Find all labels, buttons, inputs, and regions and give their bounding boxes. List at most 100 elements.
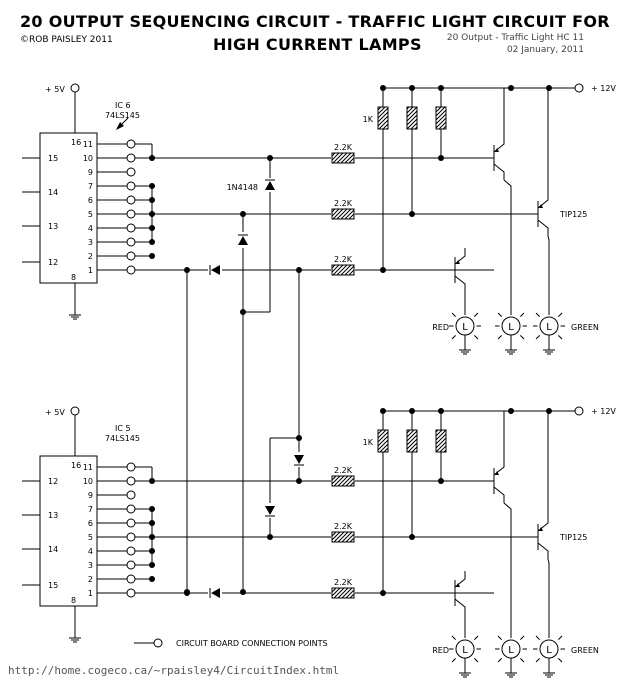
transistor-amber bbox=[441, 88, 505, 180]
supply-12v-connection-point bbox=[574, 406, 584, 416]
resistor-1k bbox=[377, 106, 389, 130]
transistor-green bbox=[412, 88, 549, 236]
connection-point bbox=[126, 546, 136, 556]
junction-dot bbox=[508, 85, 514, 91]
output-pin-number: 11 bbox=[83, 463, 93, 472]
transistor-label: TIP125 bbox=[559, 210, 587, 219]
ic-body bbox=[39, 455, 98, 607]
lamp-ray bbox=[497, 658, 502, 663]
resistor-1k bbox=[406, 106, 418, 130]
connection-point bbox=[126, 181, 136, 191]
ic-part: 74LS145 bbox=[105, 111, 140, 120]
collector-lead bbox=[454, 275, 466, 300]
junction-dot bbox=[149, 253, 155, 259]
lamp-ray bbox=[474, 335, 479, 340]
lamp-letter: L bbox=[508, 322, 514, 333]
wire bbox=[547, 235, 550, 315]
ic-name: IC 5 bbox=[115, 424, 131, 433]
output-pin-number: 6 bbox=[88, 196, 93, 205]
junction-dot bbox=[240, 309, 246, 315]
lamp: L bbox=[449, 312, 481, 340]
ground-symbol bbox=[543, 672, 555, 678]
ground-symbol bbox=[459, 349, 471, 355]
resistor-2k2 bbox=[331, 475, 355, 487]
lamp-green-label: GREEN bbox=[571, 646, 599, 655]
input-pin-number: 15 bbox=[48, 581, 58, 590]
resistor-1k bbox=[377, 429, 389, 453]
lamp-ray bbox=[497, 335, 502, 340]
resistor-1k bbox=[435, 106, 447, 130]
pin-number-gnd: 8 bbox=[71, 596, 76, 605]
output-pin-number: 4 bbox=[88, 547, 93, 556]
lamp-letter: L bbox=[546, 645, 552, 656]
ground-symbol bbox=[459, 672, 471, 678]
legend: CIRCUIT BOARD CONNECTION POINTS bbox=[134, 638, 328, 648]
doc-date: 02 January, 2011 bbox=[507, 45, 584, 55]
lamp-letter: L bbox=[462, 645, 468, 656]
lamp-ray bbox=[474, 658, 479, 663]
lamp-ray bbox=[535, 335, 540, 340]
output-pin-number: 5 bbox=[88, 533, 93, 542]
vcc-connection-point bbox=[70, 406, 80, 416]
lamp-ray bbox=[474, 312, 479, 317]
junction-dot bbox=[149, 576, 155, 582]
pin-number-gnd: 8 bbox=[71, 273, 76, 282]
resistor-label: 2.2K bbox=[334, 466, 353, 475]
connection-point bbox=[126, 139, 136, 149]
connection-point bbox=[126, 237, 136, 247]
ground-symbol bbox=[543, 349, 555, 355]
output-pin-number: 7 bbox=[88, 182, 93, 191]
lamp-ray bbox=[535, 635, 540, 640]
ic-pointer-head bbox=[116, 122, 124, 130]
emitter-arrow bbox=[456, 260, 460, 264]
output-pin-number: 2 bbox=[88, 252, 93, 261]
lamp-ray bbox=[520, 335, 525, 340]
ic-body bbox=[39, 132, 98, 284]
junction-dot bbox=[240, 589, 246, 595]
lamp-ray bbox=[558, 635, 563, 640]
lamp-red-label: RED bbox=[432, 323, 449, 332]
footer-url[interactable]: http://home.cogeco.ca/~rpaisley4/Circuit… bbox=[8, 664, 339, 677]
connection-point bbox=[126, 476, 136, 486]
diode-label: 1N4148 bbox=[227, 183, 258, 192]
output-pin-number: 7 bbox=[88, 505, 93, 514]
resistor-2k2 bbox=[331, 152, 355, 164]
output-pin-number: 2 bbox=[88, 575, 93, 584]
emitter-lead bbox=[493, 88, 505, 153]
resistor-2k2 bbox=[331, 208, 355, 220]
output-pin-number: 3 bbox=[88, 561, 93, 570]
diode bbox=[209, 265, 220, 275]
output-pin-number: 6 bbox=[88, 519, 93, 528]
emitter-arrow bbox=[539, 527, 543, 531]
lamp-ray bbox=[558, 312, 563, 317]
output-pin-number: 4 bbox=[88, 224, 93, 233]
resistor-2k2 bbox=[331, 531, 355, 543]
lamp-ray bbox=[474, 635, 479, 640]
input-pin-number: 12 bbox=[48, 477, 58, 486]
diode bbox=[209, 588, 220, 598]
vcc-connection-point bbox=[70, 83, 80, 93]
emitter-lead bbox=[537, 88, 549, 209]
collector-lead bbox=[493, 486, 505, 503]
resistor-label: 2.2K bbox=[334, 199, 353, 208]
connection-point bbox=[126, 574, 136, 584]
pin-number-vcc: 16 bbox=[71, 461, 81, 470]
connection-point bbox=[126, 490, 136, 500]
title-line-2: HIGH CURRENT LAMPS bbox=[213, 35, 422, 54]
resistor-2k2 bbox=[331, 587, 355, 599]
output-pin-number: 10 bbox=[83, 477, 93, 486]
lamp-ray bbox=[451, 312, 456, 317]
pin-number-vcc: 16 bbox=[71, 138, 81, 147]
input-pin-number: 12 bbox=[48, 258, 58, 267]
input-pin-number: 13 bbox=[48, 222, 58, 231]
junction-dot bbox=[267, 534, 273, 540]
emitter-lead bbox=[454, 571, 466, 588]
vcc-label: + 5V bbox=[45, 408, 65, 417]
connection-point bbox=[126, 518, 136, 528]
wire bbox=[547, 558, 550, 638]
lamp-ray bbox=[520, 658, 525, 663]
diode-body bbox=[265, 181, 275, 190]
